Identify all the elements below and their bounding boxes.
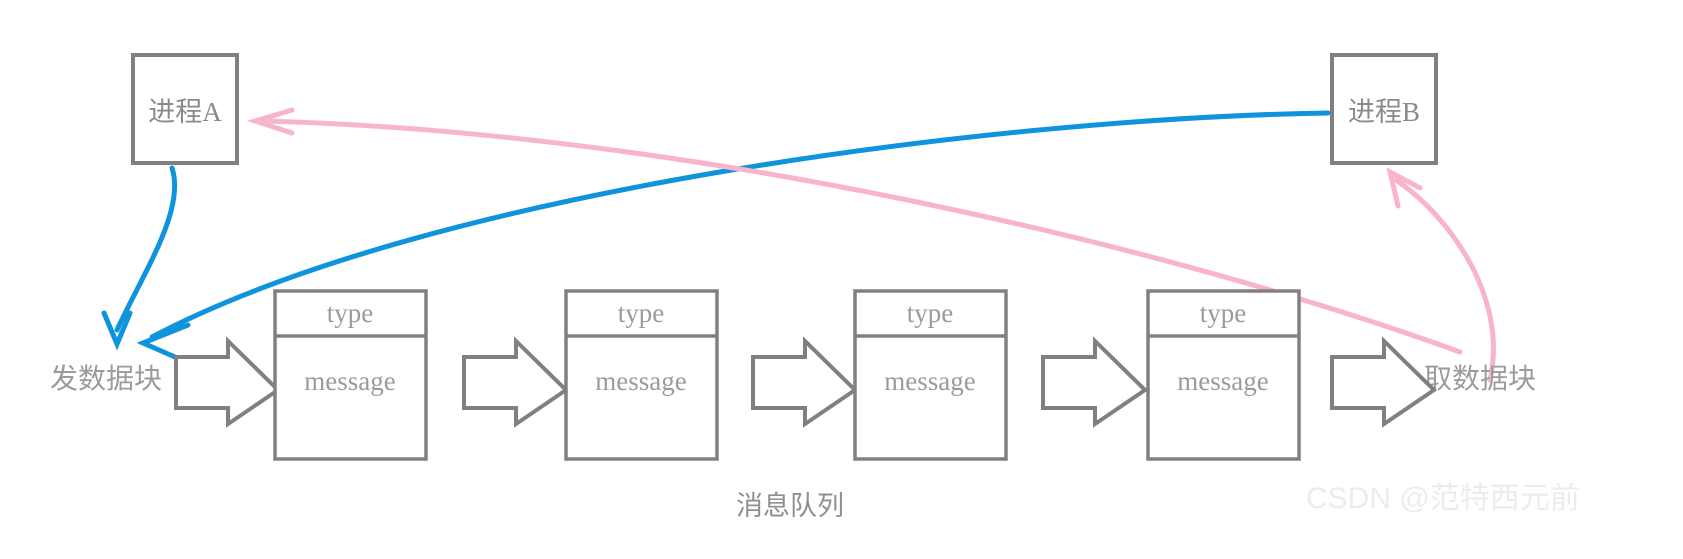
process-b-rect	[1330, 53, 1438, 165]
flow-receive-to-process-a	[246, 107, 1463, 355]
flow-process-b-to-send	[136, 110, 1331, 360]
queue-arrow-3-shape	[751, 336, 859, 428]
flow-receive-to-process-a-arrowhead	[246, 107, 295, 136]
queue-arrow-3	[751, 336, 859, 428]
flow-process-a-to-send-arrowhead	[101, 310, 133, 351]
queue-cell-3-message: message	[884, 366, 975, 396]
queue-caption: 消息队列	[736, 491, 844, 521]
receive-data-block-label: 取数据块	[1424, 363, 1536, 395]
queue-arrow-1-shape	[174, 336, 282, 428]
queue-cell-4-message: message	[1177, 366, 1268, 396]
process-b-box: 进程B	[1330, 53, 1438, 165]
queue-cell-2-type: type	[618, 298, 665, 328]
queue-arrow-1	[174, 336, 282, 428]
queue-arrow-2	[462, 336, 570, 428]
queue-arrow-4-shape	[1041, 336, 1149, 428]
queue-arrow-5	[1330, 336, 1438, 428]
queue-cell-4: type message	[1146, 289, 1301, 461]
send-data-block-label: 发数据块	[50, 363, 162, 395]
process-b-label: 进程B	[1348, 97, 1420, 127]
queue-arrow-2-shape	[462, 336, 570, 428]
watermark-text: CSDN @范特西元前	[1306, 482, 1580, 515]
queue-cell-3-type: type	[907, 298, 954, 328]
queue-arrow-5-shape	[1330, 336, 1438, 428]
queue-cell-4-rect	[1146, 289, 1301, 461]
flow-process-a-to-send-path	[114, 165, 178, 333]
queue-cell-1-message: message	[304, 366, 395, 396]
flow-receive-to-process-b-path	[1393, 177, 1496, 383]
queue-cell-3-rect	[853, 289, 1008, 461]
flow-receive-to-process-b-arrowhead	[1386, 167, 1423, 209]
process-a-rect	[131, 53, 239, 165]
queue-cell-2: type message	[564, 289, 719, 461]
queue-cell-3: type message	[853, 289, 1008, 461]
process-a-label: 进程A	[148, 97, 222, 127]
flow-receive-to-process-b	[1386, 167, 1496, 383]
queue-cell-2-rect	[564, 289, 719, 461]
queue-cell-2-message: message	[595, 366, 686, 396]
queue-cell-1: type message	[273, 289, 428, 461]
queue-cell-1-type: type	[327, 298, 374, 328]
queue-cell-4-type: type	[1200, 298, 1247, 328]
flow-process-b-to-send-path	[149, 110, 1331, 340]
flow-process-a-to-send	[101, 165, 178, 351]
flow-receive-to-process-a-path	[262, 118, 1463, 355]
queue-arrow-4	[1041, 336, 1149, 428]
process-a-box: 进程A	[131, 53, 239, 165]
flow-process-b-to-send-arrowhead	[136, 322, 191, 360]
queue-cell-1-rect	[273, 289, 428, 461]
